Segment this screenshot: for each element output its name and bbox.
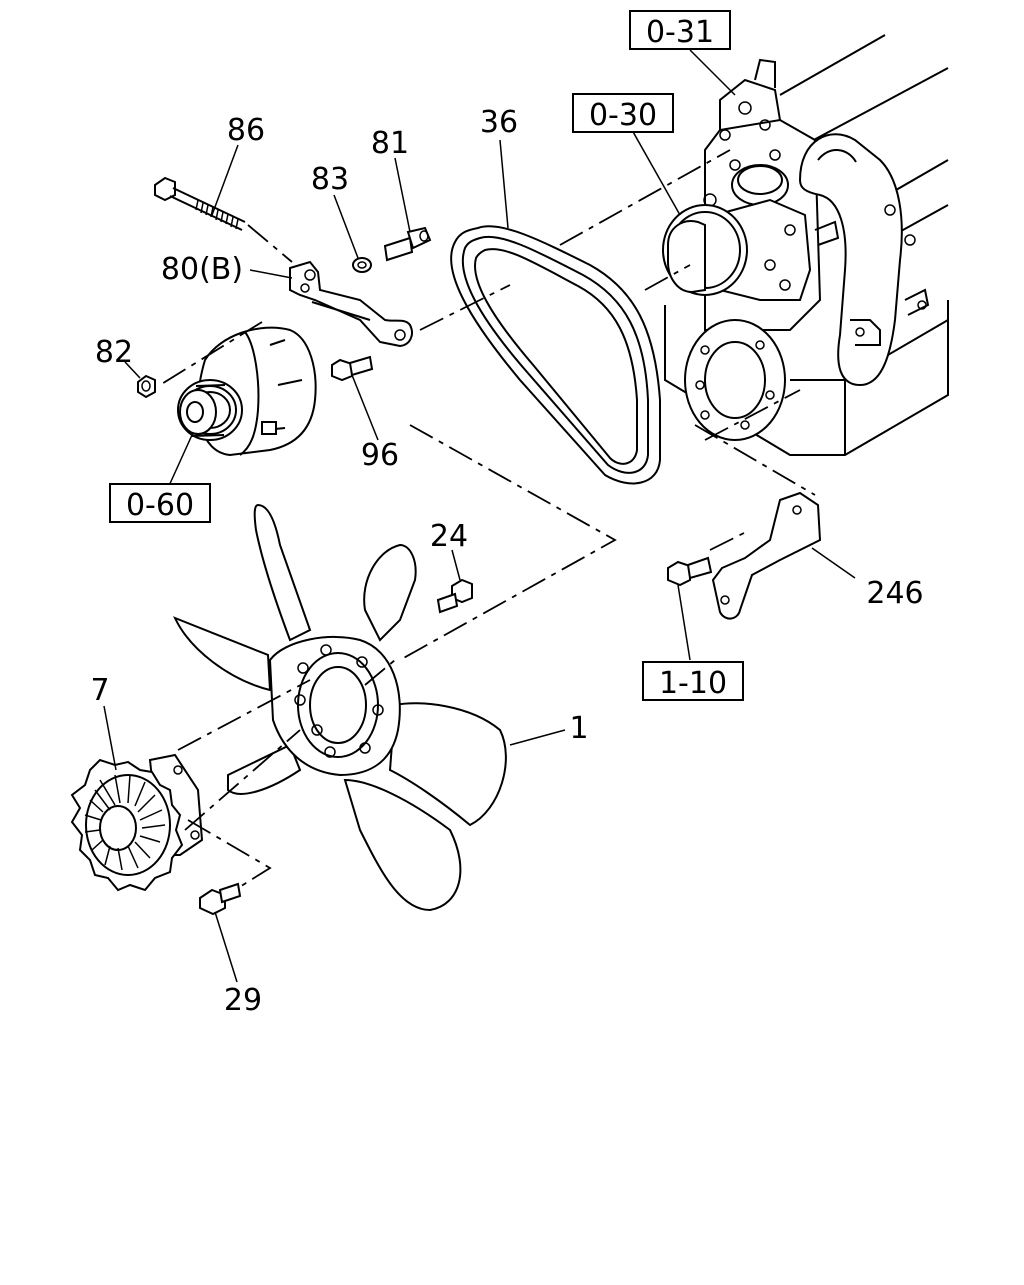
callout-7: 7 bbox=[90, 673, 109, 708]
bolt-86-drawing bbox=[154, 176, 246, 231]
callout-81: 81 bbox=[371, 126, 409, 161]
callout-1: 1 bbox=[569, 711, 588, 746]
callout-80b: 80(B) bbox=[161, 252, 243, 287]
alternator-drawing bbox=[177, 326, 317, 457]
bracket-246-drawing bbox=[711, 491, 822, 620]
bolt-81-drawing bbox=[383, 226, 432, 262]
bolt-29-drawing bbox=[199, 882, 242, 916]
alignment-lines bbox=[159, 149, 816, 889]
reference-label-0-60: 0-60 bbox=[126, 488, 194, 523]
callout-86: 86 bbox=[227, 113, 265, 148]
callout-24: 24 bbox=[430, 519, 468, 554]
reference-box-0-60[interactable]: 0-60 bbox=[109, 483, 211, 523]
reference-box-1-10[interactable]: 1-10 bbox=[642, 661, 744, 701]
fan-clutch-drawing bbox=[70, 753, 204, 892]
callout-96: 96 bbox=[361, 438, 399, 473]
callout-246: 246 bbox=[866, 576, 923, 611]
washer-83-drawing bbox=[352, 257, 372, 273]
callout-36: 36 bbox=[480, 105, 518, 140]
reference-label-1-10: 1-10 bbox=[659, 666, 727, 701]
bolt-96-drawing bbox=[331, 355, 374, 382]
reference-label-0-30: 0-30 bbox=[589, 98, 657, 133]
reference-label-0-31: 0-31 bbox=[646, 15, 714, 50]
callout-82: 82 bbox=[95, 335, 133, 370]
callout-83: 83 bbox=[311, 162, 349, 197]
alternator-bracket-drawing bbox=[289, 260, 413, 348]
v-belt-drawing bbox=[450, 225, 661, 485]
bolt-24-drawing bbox=[436, 578, 473, 614]
bolt-1-10-drawing bbox=[667, 556, 713, 587]
leader-lines bbox=[103, 49, 856, 983]
callout-29: 29 bbox=[224, 983, 262, 1018]
reference-box-0-30[interactable]: 0-30 bbox=[572, 93, 674, 133]
nut-82-drawing bbox=[137, 374, 156, 399]
reference-box-0-31[interactable]: 0-31 bbox=[629, 10, 731, 50]
cooling-fan-drawing bbox=[173, 503, 507, 912]
engine-block-drawing bbox=[662, 34, 949, 456]
